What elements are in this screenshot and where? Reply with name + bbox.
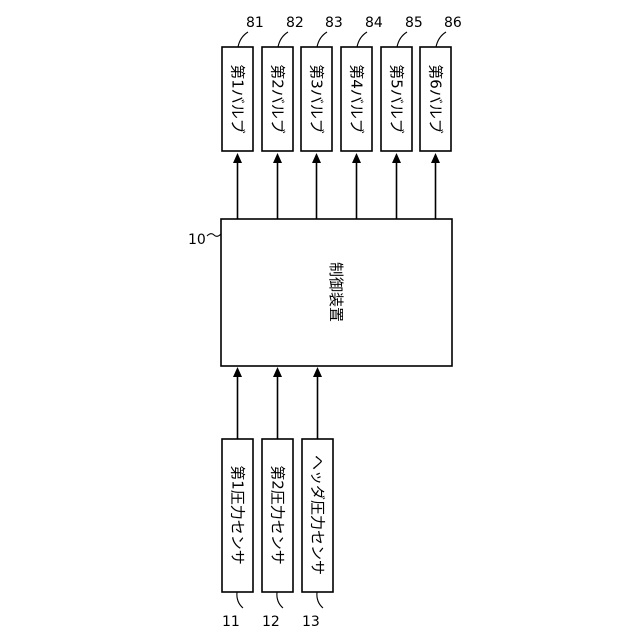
valve-label-3: 第3バルブ [308,64,326,134]
sensor-group-3: ヘッダ圧力センサ 13 [302,367,333,630]
sensor-label-1: 第1圧力センサ [229,465,247,565]
valve-ref-2: 82 [286,15,304,31]
valve-arrowhead-4 [352,153,361,163]
sensor-ref-1: 11 [222,614,240,630]
controller-ref-leader [207,234,221,237]
sensor-ref-leader-1 [237,592,243,608]
sensor-group-1: 第1圧力センサ 11 [222,367,253,630]
sensor-group-2: 第2圧力センサ 12 [262,367,293,630]
valve-label-5: 第5バルブ [388,64,406,134]
valve-arrowhead-6 [431,153,440,163]
valve-group-1: 第1バルブ 81 [222,15,264,219]
valve-ref-leader-3 [317,32,327,47]
valve-group-6: 第6バルブ 86 [420,15,462,219]
sensor-arrowhead-3 [313,367,322,377]
valve-arrowhead-2 [273,153,282,163]
sensor-ref-2: 12 [262,614,280,630]
valve-ref-leader-4 [357,32,367,47]
valve-label-2: 第2バルブ [269,64,287,134]
controller-label: 制御装置 [327,262,345,322]
valve-ref-leader-1 [238,32,248,47]
valve-ref-leader-6 [436,32,446,47]
sensor-ref-leader-3 [317,592,323,608]
sensor-ref-leader-2 [277,592,283,608]
sensor-ref-3: 13 [302,614,320,630]
valve-label-4: 第4バルブ [348,64,366,134]
valve-ref-leader-5 [397,32,407,47]
valve-ref-4: 84 [365,15,383,31]
controller-ref: 10 [188,232,206,248]
valve-ref-1: 81 [246,15,264,31]
valve-group-2: 第2バルブ 82 [262,15,304,219]
valve-label-1: 第1バルブ [229,64,247,134]
valve-group-4: 第4バルブ 84 [341,15,383,219]
valve-ref-5: 85 [405,15,423,31]
valve-arrowhead-3 [312,153,321,163]
valve-ref-6: 86 [444,15,462,31]
valve-ref-3: 83 [325,15,343,31]
sensor-label-3: ヘッダ圧力センサ [309,455,327,575]
valve-arrowhead-5 [392,153,401,163]
valve-arrowhead-1 [233,153,242,163]
sensor-arrowhead-2 [273,367,282,377]
sensor-label-2: 第2圧力センサ [269,465,287,565]
valve-group-5: 第5バルブ 85 [381,15,423,219]
valve-group-3: 第3バルブ 83 [301,15,343,219]
valve-ref-leader-2 [278,32,288,47]
valve-label-6: 第6バルブ [427,64,445,134]
sensor-arrowhead-1 [233,367,242,377]
